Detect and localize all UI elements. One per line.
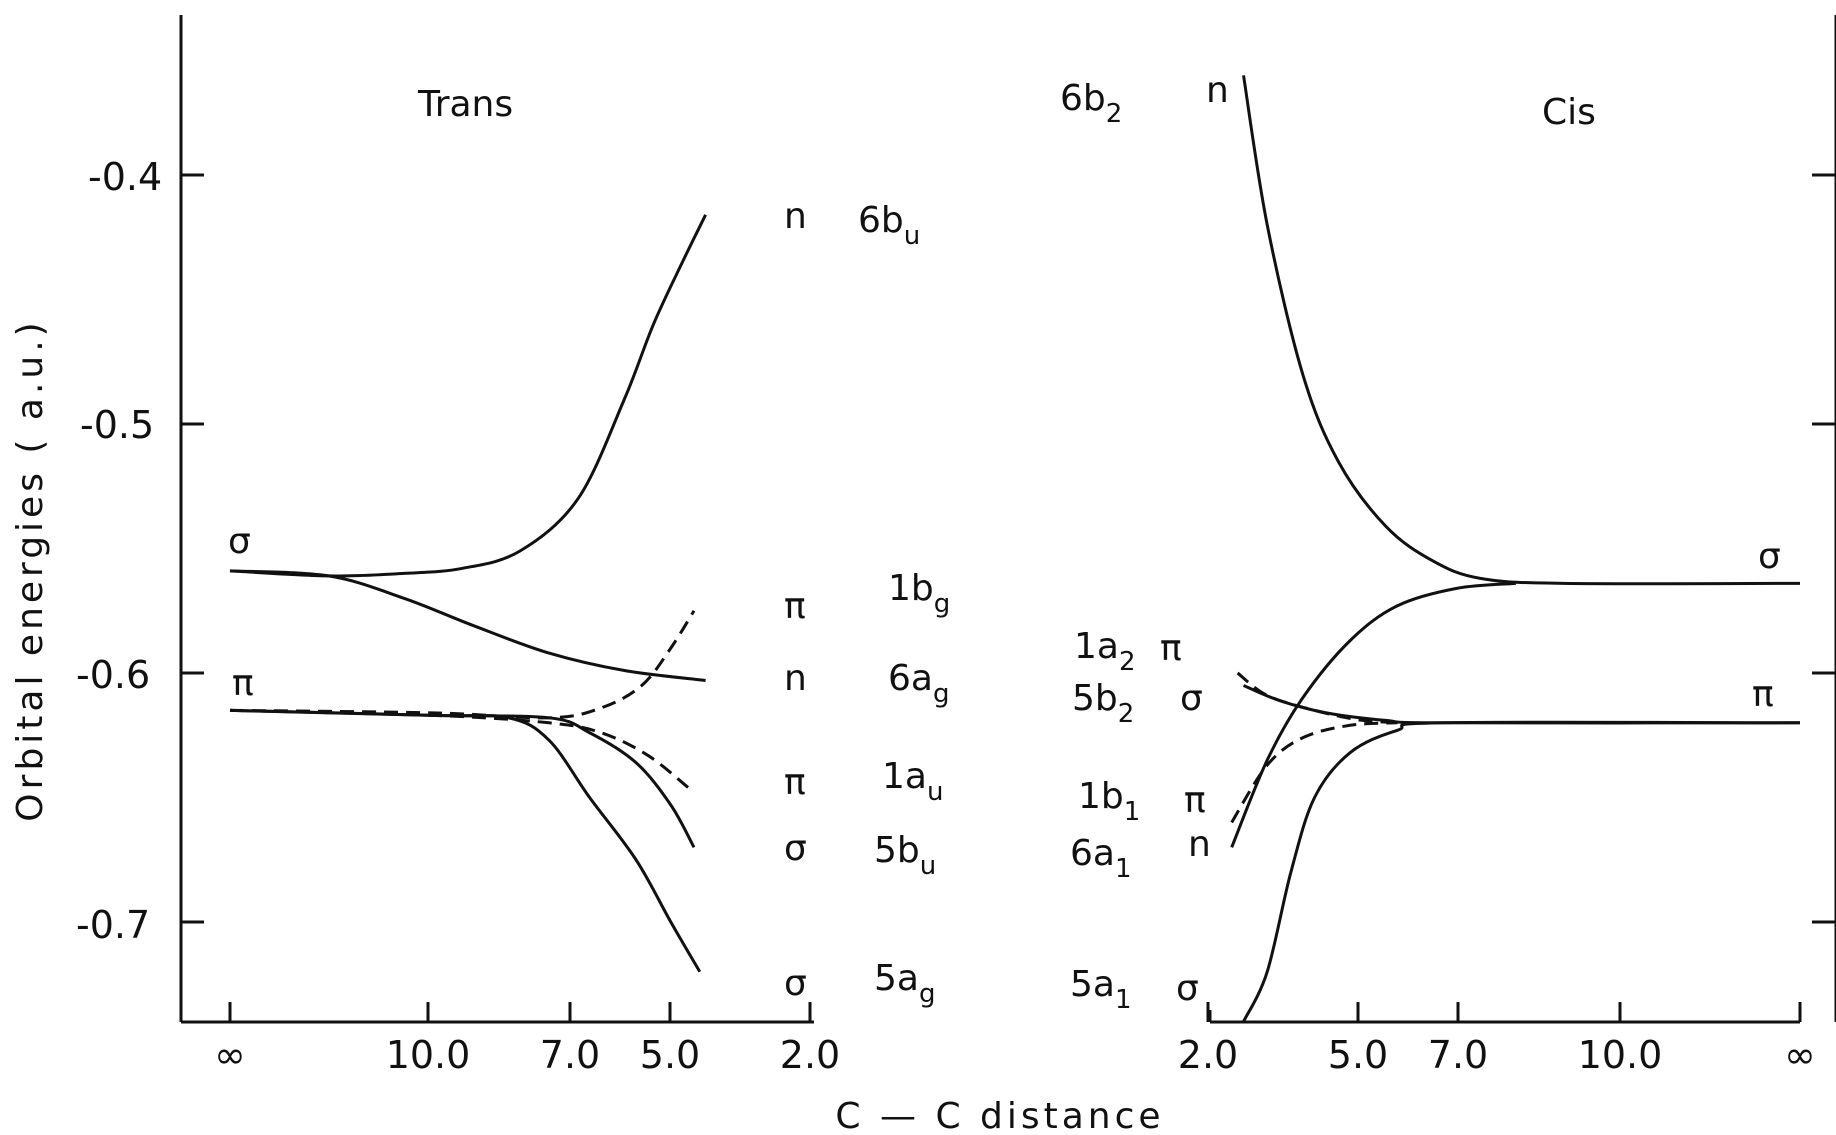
panel-title-cis: Cis — [1542, 92, 1596, 133]
series-start-label: σ — [228, 521, 251, 562]
x-tick-label-cis: 7.0 — [1428, 1033, 1488, 1077]
series-start-label: n — [1206, 70, 1229, 111]
cis-series-5a1 — [1242, 720, 1801, 1023]
series-end-label: σ — [1758, 536, 1781, 577]
series-start-label: n — [1188, 824, 1211, 865]
series-end-label: n — [784, 196, 807, 237]
orbital-label: 1au — [882, 756, 943, 807]
series-end-label: π — [784, 586, 806, 627]
cis-series-6b2 — [1242, 75, 1801, 586]
x-tick-label-cis: 2.0 — [1178, 1033, 1238, 1077]
series-end-label: σ — [784, 963, 807, 1004]
orbital-label: 6b2 — [1060, 78, 1122, 129]
orbital-label: 5b2 — [1072, 678, 1134, 729]
x-tick-label-trans: 5.0 — [640, 1033, 700, 1077]
y-axis-title: Orbital energies ( a.u.) — [10, 318, 51, 821]
y-tick-label: -0.6 — [76, 653, 150, 697]
x-tick-label-cis: 10.0 — [1578, 1033, 1663, 1077]
panel-title-trans: Trans — [417, 84, 513, 125]
orbital-label: 1bg — [888, 568, 950, 619]
orbital-label: 5a1 — [1070, 964, 1132, 1015]
orbital-label: 6a1 — [1070, 833, 1132, 884]
cis-series-6a1 — [1230, 581, 1516, 848]
series-start-label: σ — [1176, 968, 1199, 1009]
series-end-label: n — [784, 658, 807, 699]
y-tick-label: -0.4 — [88, 155, 162, 199]
orbital-label: 1a2 — [1074, 626, 1136, 677]
series-start-label: π — [232, 663, 254, 704]
x-tick-label-trans: 10.0 — [386, 1033, 471, 1077]
orbital-label: 6bu — [858, 200, 920, 251]
orbital-label: 5ag — [874, 958, 935, 1009]
cis-series-1b1 — [1230, 721, 1398, 824]
y-tick-label: -0.7 — [76, 903, 150, 947]
series-start-label: σ — [1180, 678, 1203, 719]
series-end-label: σ — [784, 828, 807, 869]
x-tick-label-trans: ∞ — [214, 1033, 246, 1077]
trans-series-1bg — [229, 609, 696, 720]
series-start-label: π — [1184, 780, 1206, 821]
trans-series-5ag — [229, 708, 702, 973]
series-end-label: π — [784, 762, 806, 803]
trans-series-6ag — [229, 569, 706, 682]
y-tick-label: -0.5 — [80, 403, 154, 447]
x-tick-label-cis: ∞ — [1784, 1033, 1816, 1077]
orbital-label: 6ag — [888, 658, 949, 709]
x-tick-label-cis: 5.0 — [1328, 1033, 1388, 1077]
x-axis-title: C — C distance — [835, 1096, 1164, 1135]
trans-series-5bu — [229, 708, 696, 849]
x-tick-label-trans: 2.0 — [780, 1033, 840, 1077]
cis-series-5b2 — [1242, 684, 1801, 725]
trans-series-6bu — [229, 214, 707, 578]
series-start-label: π — [1160, 628, 1182, 669]
chart-marks: n 6bu n 6ag π 1bg π 1au σ 5bu σ 5ag n 6b2 σ n 6a1 σ 5b2 π 1a… — [181, 70, 1836, 1023]
orbital-label: 5bu — [874, 830, 936, 881]
orbital-label: 1b1 — [1078, 776, 1140, 827]
x-tick-label-trans: 7.0 — [540, 1033, 600, 1077]
cis-series-1a2 — [1236, 671, 1410, 725]
series-end-label: π — [1752, 674, 1774, 715]
